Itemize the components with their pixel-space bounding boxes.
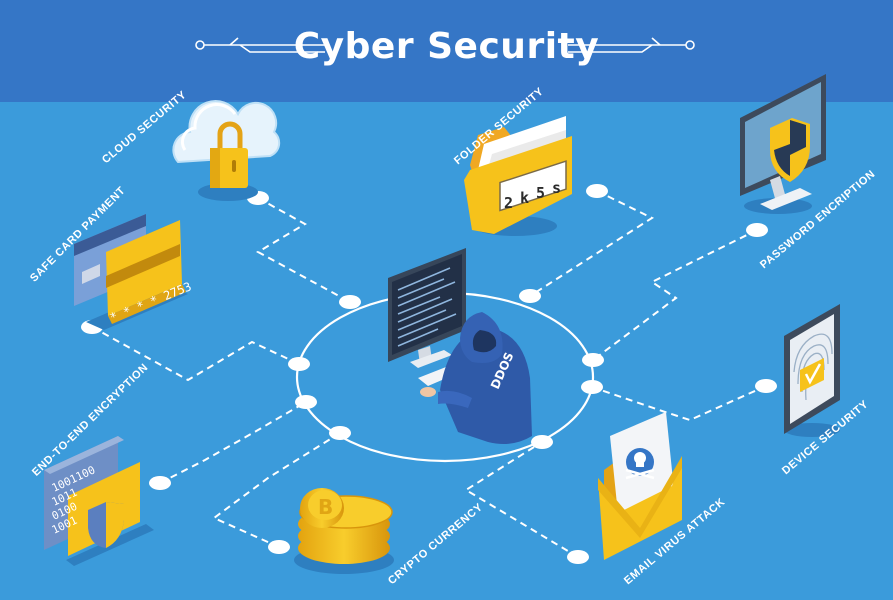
cloud-lock-icon — [172, 100, 281, 201]
folder-code-digit: k — [520, 189, 529, 207]
virus-email-icon — [598, 412, 682, 560]
connector-lines — [91, 190, 767, 558]
credit-card-icon — [74, 214, 188, 330]
title-circuit-decoration — [195, 37, 695, 53]
folder-code-digit: 5 — [536, 184, 545, 202]
monitor-shield-icon — [740, 74, 826, 214]
fingerprint-tablet-icon — [784, 304, 840, 437]
locked-folder-icon — [464, 116, 572, 236]
hacker-workstation — [388, 248, 532, 444]
page-title: Cyber Security — [293, 26, 600, 67]
bitcoin-coins-icon: B — [294, 488, 394, 574]
folder-code-digit: 2 — [504, 194, 513, 212]
binary-shield-icon — [44, 436, 154, 566]
title-banner — [0, 0, 893, 102]
folder-code-lock: 2 k 5 s — [504, 179, 561, 212]
folder-code-digit: s — [552, 179, 561, 197]
connector-nodes — [81, 184, 777, 564]
svg-text:B: B — [318, 495, 333, 519]
